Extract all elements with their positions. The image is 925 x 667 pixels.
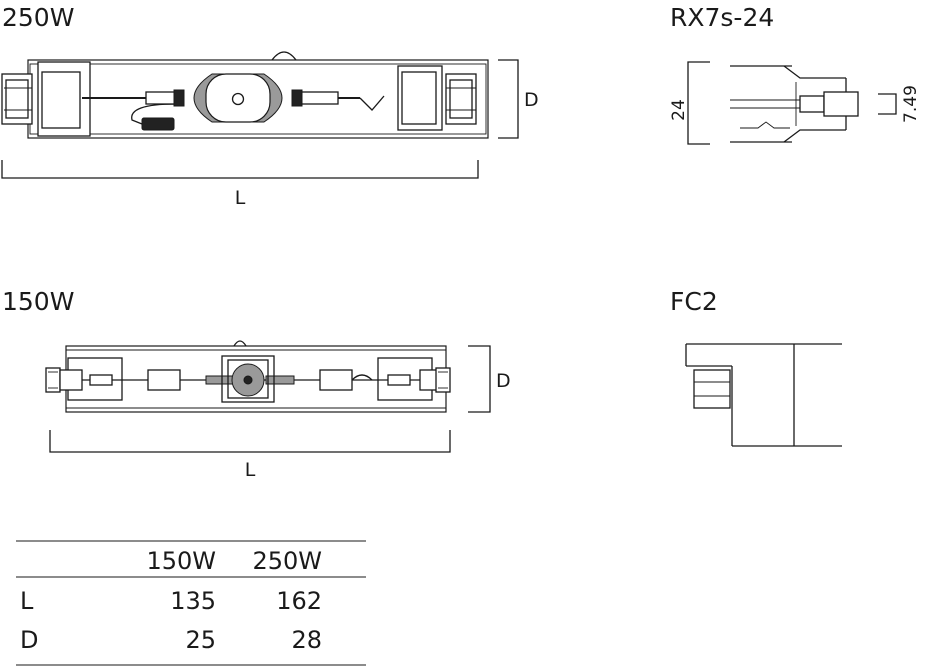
lamp-150w-electrode-right xyxy=(265,375,295,385)
base-rx7s-dim-height-line xyxy=(687,61,710,145)
base-rx7s-pin-collar xyxy=(799,95,825,113)
lamp-250w-dim-diameter-label: D xyxy=(524,89,539,111)
base-rx7s-pin xyxy=(823,91,859,117)
base-rx7s-dim-pin-label: 7.49 xyxy=(901,85,921,123)
table-cell-d-250w: 28 xyxy=(291,626,322,654)
base-rx7s-dim-height-label: 24 xyxy=(669,99,689,121)
dimensions-table: 150W 250W L 135 162 D 25 28 xyxy=(16,540,366,666)
table-cell-d-150w: 25 xyxy=(185,626,216,654)
lamp-150w-dim-diameter-line xyxy=(468,345,491,413)
lamp-150w-spring xyxy=(351,374,373,381)
lamp-250w-foil-left xyxy=(173,89,185,107)
table-cell-l-150w: 135 xyxy=(170,587,216,615)
lamp-150w-contact-right xyxy=(387,374,411,386)
base-rx7s-title: RX7s-24 xyxy=(670,3,774,32)
lamp-150w-title: 150W xyxy=(2,287,74,316)
lamp-250w-dim-diameter-line xyxy=(498,59,519,139)
table-header-150w: 150W xyxy=(146,547,216,575)
lamp-250w-dim-length-label: L xyxy=(235,187,246,209)
lamp-150w-view: 150W xyxy=(2,287,511,481)
base-fc2-title: FC2 xyxy=(670,287,718,316)
base-rx7s-view: RX7s-24 24 7.49 xyxy=(669,3,921,145)
lamp-150w-dim-diameter-label: D xyxy=(496,370,511,392)
base-rx7s-outline xyxy=(730,65,847,143)
base-rx7s-dim-pin-line xyxy=(878,93,897,115)
lamp-150w-dim-length-label: L xyxy=(245,459,256,481)
lamp-150w-electrode-left xyxy=(205,375,235,385)
lamp-250w-left-cap xyxy=(1,61,91,137)
base-fc2-outline xyxy=(685,343,842,447)
table-row-label-d: D xyxy=(20,626,38,654)
table-cell-l-250w: 162 xyxy=(276,587,322,615)
lamp-250w-arc-tube xyxy=(193,73,283,123)
lamp-150w-contact-left xyxy=(89,374,113,386)
lamp-250w-seal-right xyxy=(299,91,339,105)
lamp-250w-title: 250W xyxy=(2,3,74,32)
table-row-label-l: L xyxy=(20,587,34,615)
lamp-250w-foil-right xyxy=(291,89,303,107)
base-fc2-view: FC2 xyxy=(670,287,842,447)
lamp-150w-arc-tube xyxy=(221,355,275,403)
lamp-250w-spring xyxy=(359,95,385,111)
lamp-150w-exhaust-tip xyxy=(233,340,247,347)
lamp-250w-getter xyxy=(141,117,175,131)
lamp-150w-dim-length-line xyxy=(49,430,451,453)
lamp-250w-right-cap xyxy=(397,65,477,131)
lamp-250w-dim-length-line xyxy=(1,160,479,179)
lamp-250w-exhaust-tip xyxy=(271,51,297,61)
lamp-150w-seal-right xyxy=(319,369,353,391)
table-header-250w: 250W xyxy=(252,547,322,575)
lamp-250w-view: 250W xyxy=(1,3,539,209)
lamp-150w-seal-left xyxy=(147,369,181,391)
